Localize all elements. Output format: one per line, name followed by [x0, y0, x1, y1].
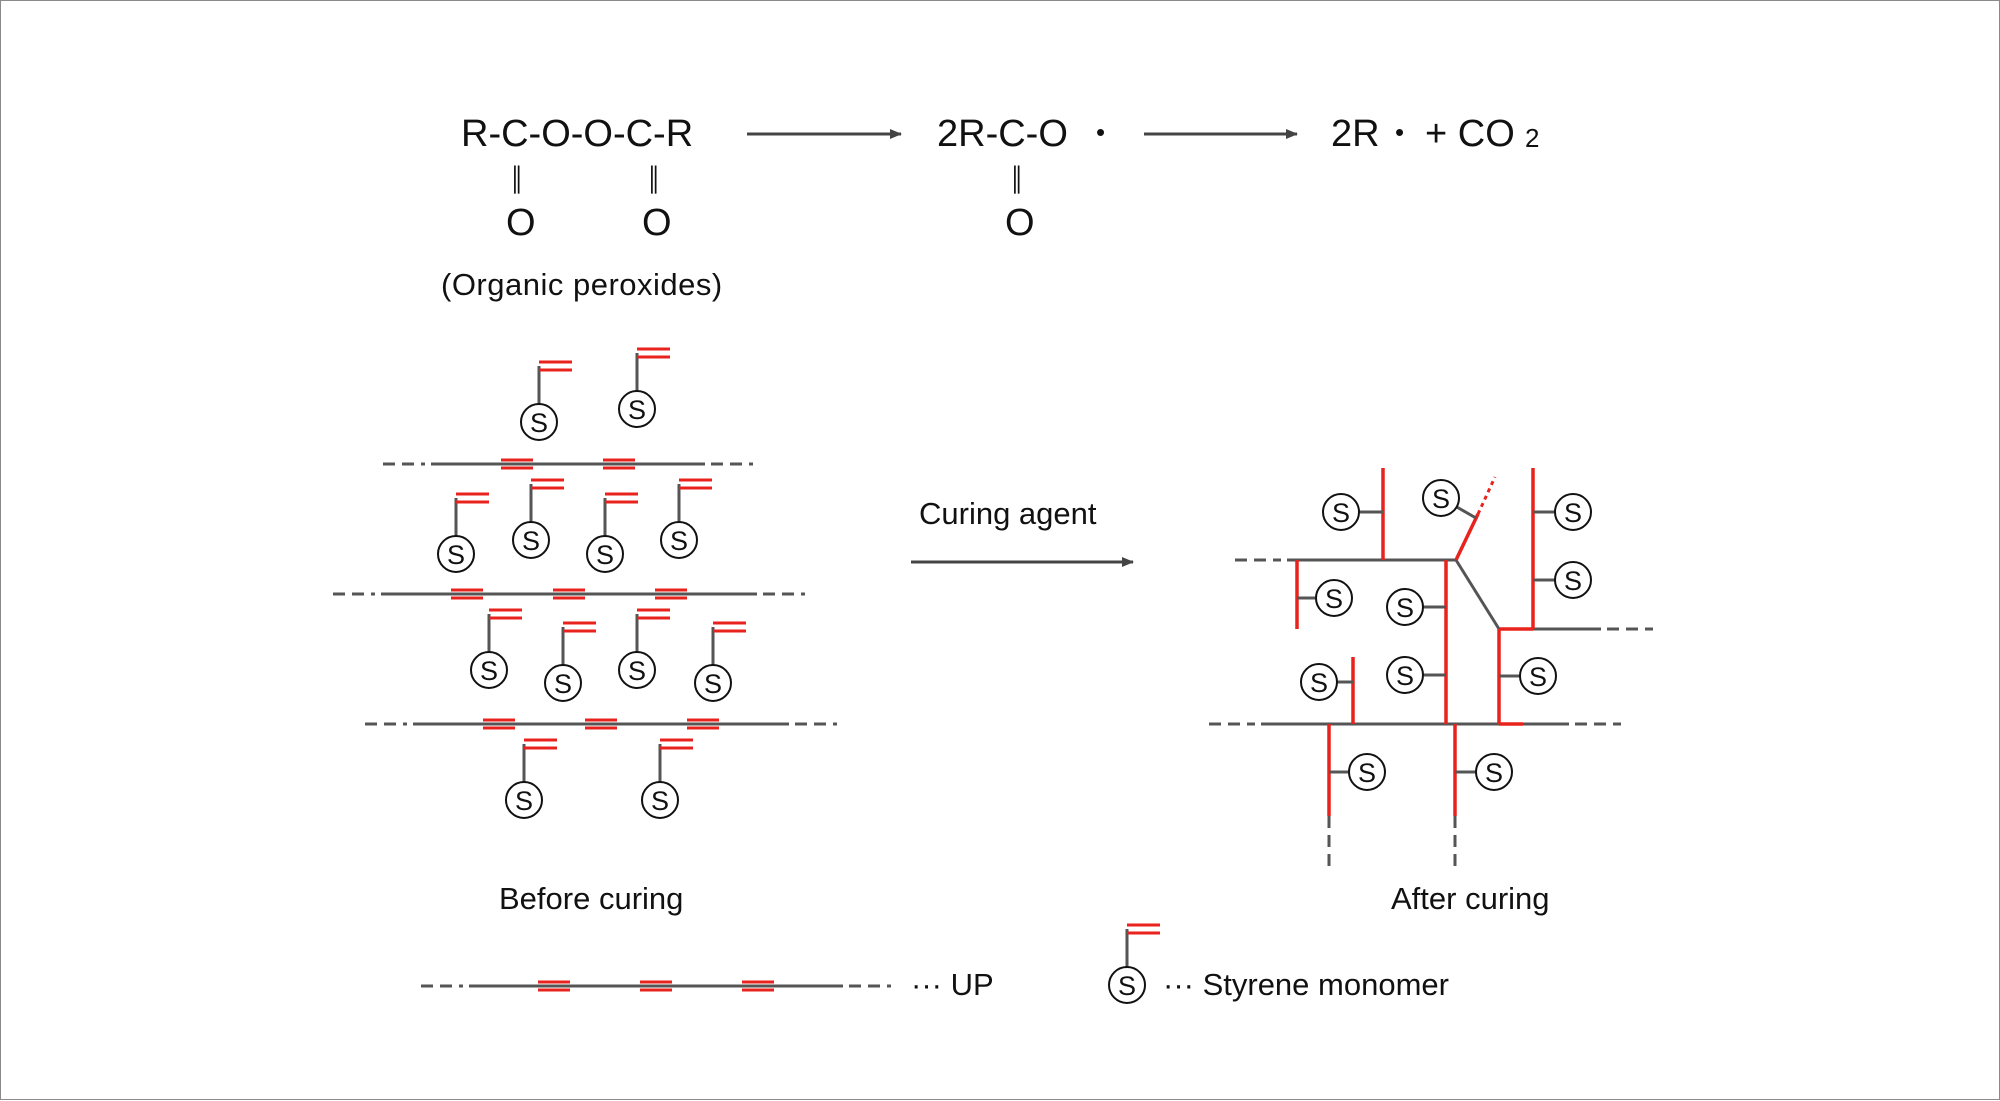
styrene-monomer-before-5-ring-label: S	[596, 540, 614, 570]
legend-styrene-label: ··· Styrene monomer	[1163, 967, 1449, 1002]
legend-graphics: S	[421, 923, 1160, 1004]
styrene-monomer-before-6-ring-label: S	[670, 526, 688, 556]
peroxide-formula: R-C-O-O-C-R	[461, 113, 694, 155]
styrene-unit-after-10-ring-label: S	[1358, 758, 1376, 788]
styrene-monomer-before-3-ring-label: S	[447, 540, 465, 570]
peroxide-double-bond-1: ||	[513, 161, 521, 194]
radical-dot: •	[1096, 117, 1106, 147]
styrene-monomer-before-9-ring	[618, 651, 656, 689]
styrene-unit-after-4-ring	[1315, 579, 1353, 617]
product-2r: 2R	[1331, 113, 1380, 155]
styrene-monomer-before-4-ring-label: S	[522, 526, 540, 556]
styrene-monomer-before-5-ring	[586, 535, 624, 573]
styrene-unit-after-4-ring-label: S	[1325, 584, 1343, 614]
styrene-unit-after-3-ring-label: S	[1564, 498, 1582, 528]
after-up-diagonal-line	[1454, 559, 1501, 630]
styrene-unit-after-7-ring-label: S	[1310, 668, 1328, 698]
crosslink-3	[1454, 513, 1480, 561]
styrene-monomer-before-2-ring	[618, 390, 656, 428]
styrene-unit-after-10-ring	[1348, 753, 1386, 791]
styrene-monomer-before-12-ring-label: S	[651, 786, 669, 816]
legend-styrene-monomer-ring-label: S	[1118, 971, 1136, 1001]
styrene-unit-after-2-ring-label: S	[1432, 484, 1450, 514]
styrene-monomer-before-9-ring-label: S	[628, 656, 646, 686]
product-dot: •	[1395, 117, 1405, 147]
styrene-monomer-before-10-ring-label: S	[704, 669, 722, 699]
before-curing-label: Before curing	[499, 881, 684, 916]
peroxide-label: (Organic peroxides)	[441, 267, 723, 302]
after-curing-label: After curing	[1391, 881, 1550, 916]
styrene-unit-after-3-ring	[1554, 493, 1592, 531]
styrene-unit-after-1-ring	[1322, 493, 1360, 531]
styrene-unit-after-9-ring-label: S	[1529, 662, 1547, 692]
styrene-monomer-before-6-ring	[660, 521, 698, 559]
styrene-unit-after-9-ring	[1519, 657, 1557, 695]
styrene-unit-after-5-ring-label: S	[1396, 593, 1414, 623]
styrene-unit-after-6-ring-label: S	[1564, 566, 1582, 596]
styrene-unit-after-5-ring	[1386, 588, 1424, 626]
product-plus-co: + CO	[1425, 113, 1515, 155]
styrene-monomer-before-11-ring	[505, 781, 543, 819]
styrene-monomer-before-10-ring	[694, 664, 732, 702]
crosslink-3-continuation	[1476, 476, 1497, 515]
radical-formula: 2R-C-O	[937, 113, 1068, 155]
product-co2-subscript: 2	[1525, 123, 1540, 153]
before-curing-structure: S S S S S S S S S S S S	[333, 347, 837, 819]
styrene-unit-after-2-ring	[1422, 479, 1460, 517]
styrene-monomer-before-1-ring-label: S	[530, 408, 548, 438]
radical-double-bond: ||	[1013, 161, 1021, 194]
after-curing-structure: S S S S S S S S S S S	[1209, 468, 1653, 866]
styrene-unit-after-6-ring	[1554, 561, 1592, 599]
styrene-unit-after-8-ring-label: S	[1396, 661, 1414, 691]
styrene-unit-after-8-ring	[1386, 656, 1424, 694]
peroxide-double-bond-2: ||	[650, 161, 658, 194]
radical-oxygen: O	[1005, 202, 1035, 244]
styrene-monomer-before-7-ring	[470, 651, 508, 689]
peroxide-oxygen-1: O	[506, 202, 536, 244]
styrene-unit-after-7-ring	[1300, 663, 1338, 701]
curing-agent-label: Curing agent	[919, 496, 1097, 531]
styrene-monomer-before-7-ring-label: S	[480, 656, 498, 686]
styrene-monomer-before-12-ring	[641, 781, 679, 819]
styrene-monomer-before-3-ring	[437, 535, 475, 573]
styrene-monomer-before-4-ring	[512, 521, 550, 559]
styrene-unit-after-11-ring	[1475, 753, 1513, 791]
styrene-monomer-before-2-ring-label: S	[628, 395, 646, 425]
styrene-monomer-before-1-ring	[520, 403, 558, 441]
styrene-unit-after-1-ring-label: S	[1332, 498, 1350, 528]
legend-styrene-monomer-ring	[1108, 966, 1146, 1004]
peroxide-oxygen-2: O	[642, 202, 672, 244]
styrene-monomer-before-8-ring	[544, 664, 582, 702]
styrene-monomer-before-8-ring-label: S	[554, 669, 572, 699]
legend-up-label: ··· UP	[911, 967, 994, 1002]
styrene-unit-after-11-ring-label: S	[1485, 758, 1503, 788]
styrene-monomer-before-11-ring-label: S	[515, 786, 533, 816]
